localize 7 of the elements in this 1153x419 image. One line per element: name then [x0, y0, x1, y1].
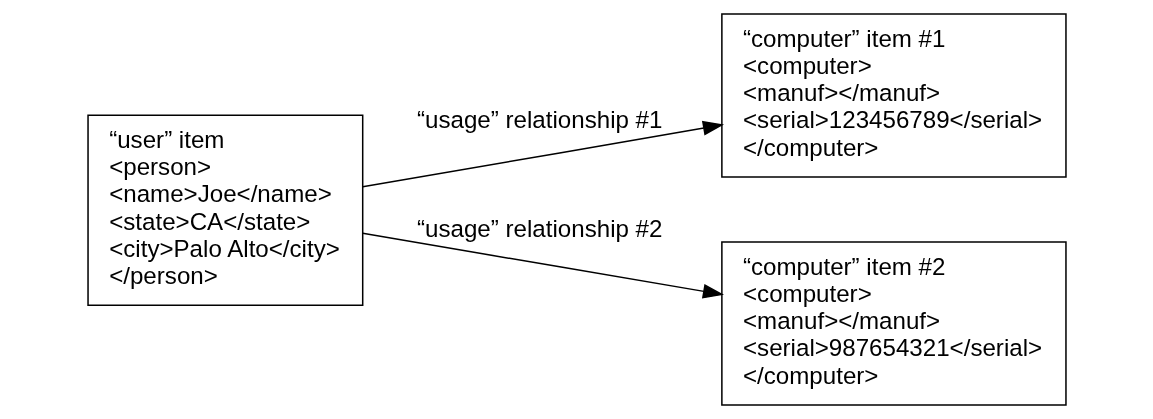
node-box: “computer” item #2 <computer> <manuf></manuf> <serial>987654321</serial> </computer>: [720, 241, 1067, 406]
arrow: [361, 120, 724, 188]
node-box: “user” item <person> <name>Joe</name> <state>CA</state> <city>Palo Alto</city> </person>: [86, 114, 363, 307]
node-box: “computer” item #1 <computer> <manuf></manuf> <serial>123456789</serial> </computer>: [720, 13, 1067, 178]
edge-label: “usage” relationship #1: [416, 106, 662, 134]
arrow: [361, 232, 724, 299]
edge-label: “usage” relationship #2: [416, 215, 662, 243]
